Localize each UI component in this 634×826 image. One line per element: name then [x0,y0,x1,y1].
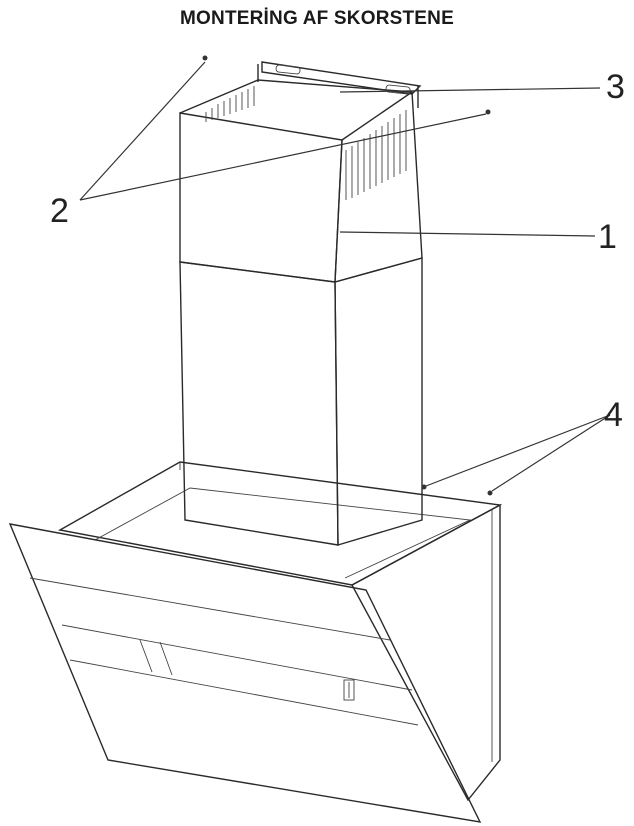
leader-1 [339,231,596,237]
callout-2: 2 [50,192,69,230]
screw-2a [202,55,208,61]
screw-4b [487,490,493,496]
diagram-title: MONTERİNG AF SKORSTENE [180,8,454,29]
leader-4b [491,414,611,492]
hood-front-glass [8,523,482,823]
hood-top-plate [57,461,503,586]
leader-2a [79,61,206,201]
leader-4a [425,414,611,487]
upper-chimney [179,61,423,283]
lower-chimney [179,257,423,546]
screw-2b [485,109,491,115]
callout-1: 1 [598,218,617,256]
callout-4: 4 [604,396,623,434]
leader-2b [79,113,487,201]
callout-3: 3 [606,68,625,106]
leader-3 [339,87,601,93]
hood-side-panel [351,503,501,802]
screw-4a [421,484,427,490]
